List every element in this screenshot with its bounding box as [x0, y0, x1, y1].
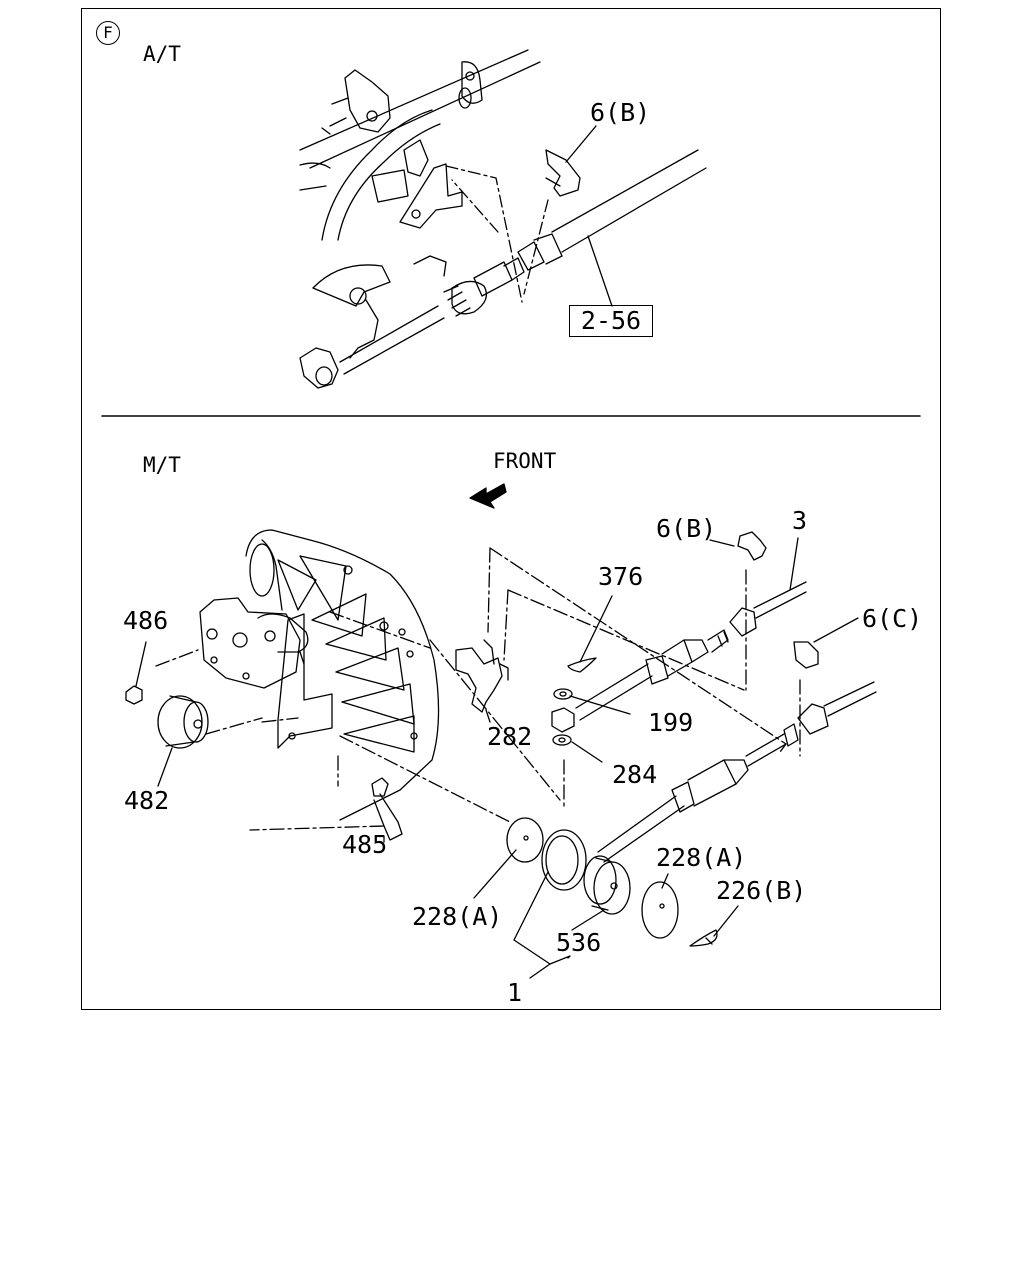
label-6c-clip: 6(C) [862, 604, 923, 633]
label-284-washer: 284 [612, 760, 658, 789]
label-228a-plate-left: 228(A) [412, 902, 503, 931]
at-clip-label: 6(B) [590, 98, 651, 127]
mt-section-title: M/T [143, 453, 181, 477]
label-3-cable: 3 [792, 506, 808, 535]
section-marker-f: F [96, 21, 120, 45]
label-486-nut: 486 [123, 606, 169, 635]
reference-box-2-56: 2-56 [569, 305, 653, 337]
label-485-bolt: 485 [342, 830, 388, 859]
diagram-frame [81, 8, 941, 1010]
at-section-title: A/T [143, 42, 181, 66]
label-199-washer: 199 [648, 708, 694, 737]
label-6b-clip: 6(B) [656, 514, 717, 543]
at-transmission-linkage [299, 49, 707, 389]
label-482-cushion: 482 [124, 786, 170, 815]
label-536-bushing: 536 [556, 928, 602, 957]
label-376-pin: 376 [598, 562, 644, 591]
mt-clutch-linkage [125, 483, 877, 979]
label-228a-plate-right: 228(A) [656, 843, 747, 872]
label-282-bracket: 282 [487, 722, 533, 751]
front-arrow-icon [470, 484, 508, 510]
label-226b-pin: 226(B) [716, 876, 807, 905]
label-1-assembly: 1 [507, 978, 523, 1007]
front-label: FRONT [493, 449, 557, 473]
